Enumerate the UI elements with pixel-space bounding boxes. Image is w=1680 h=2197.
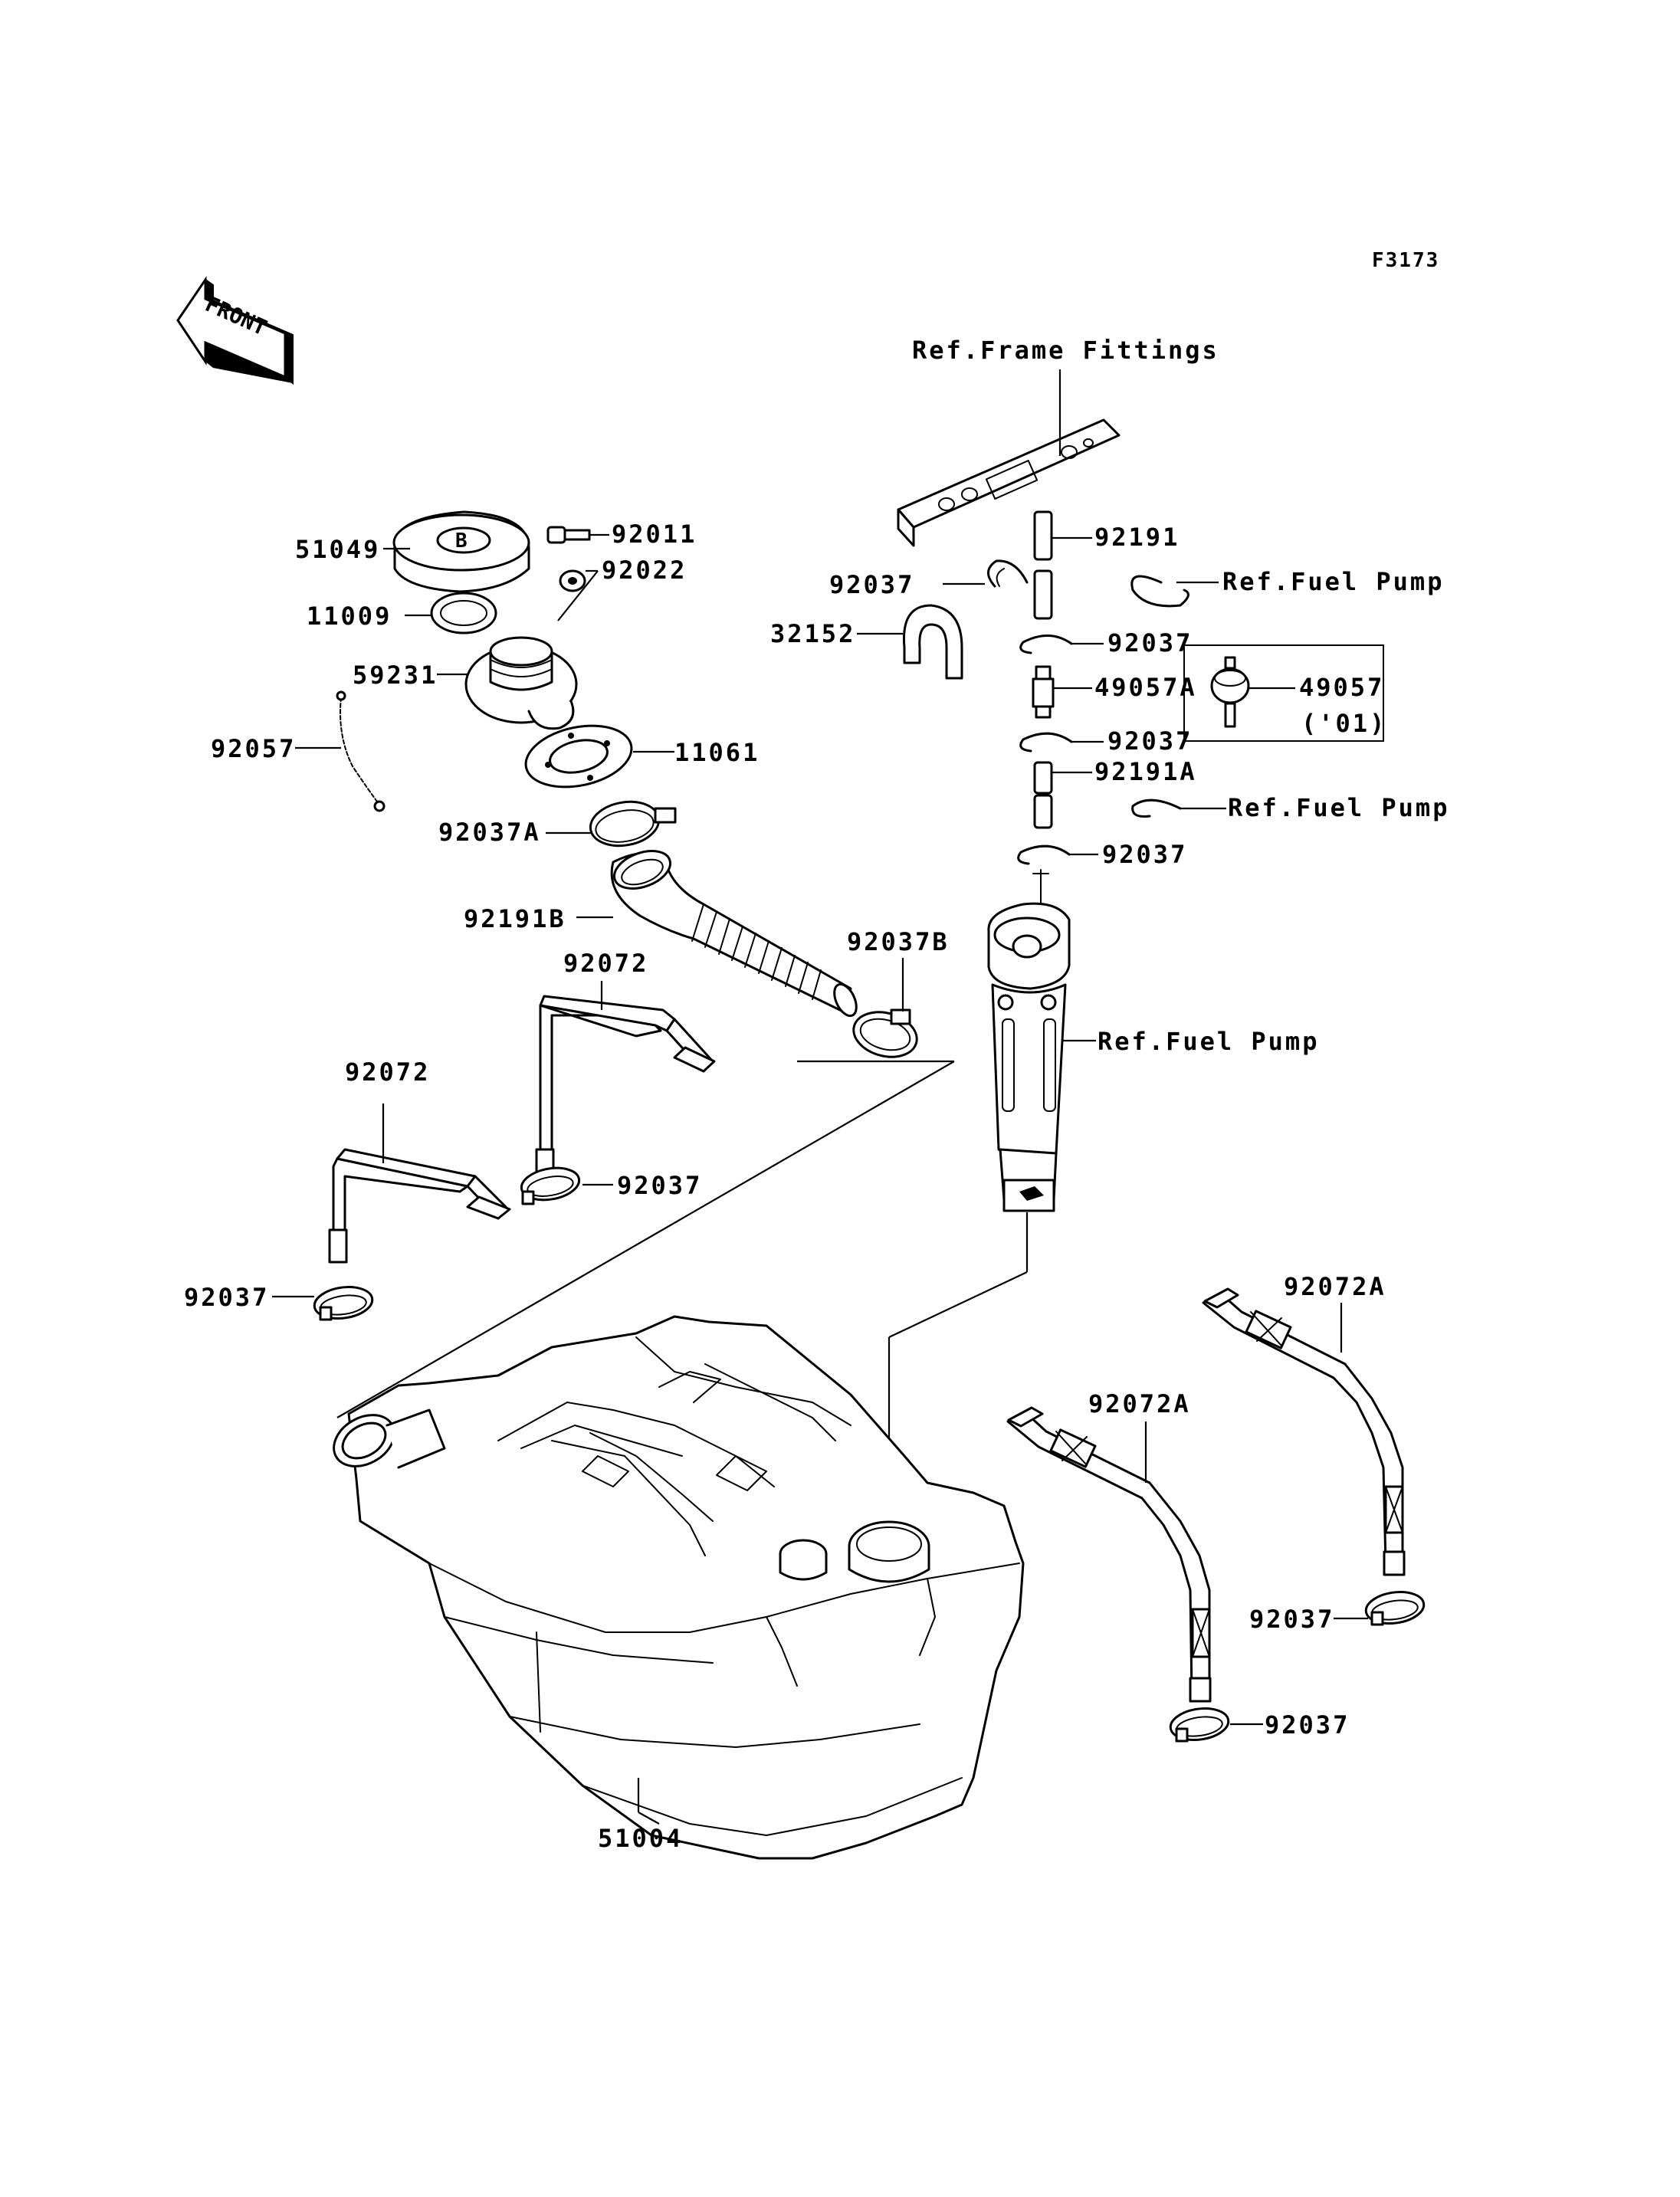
clamp-92037-top: [987, 559, 1029, 588]
callout-49057-note: ('01): [1301, 709, 1386, 738]
oring-11009: [430, 592, 497, 635]
callout-92191B: 92191B: [464, 904, 566, 933]
ref-fuel-pump-clip-1: [1130, 575, 1189, 608]
gasket-11061: [524, 724, 633, 789]
callout-92037-strap-a: 92037: [617, 1171, 702, 1200]
front-arrow-icon: FRONT: [176, 276, 294, 385]
callout-92057: 92057: [211, 734, 296, 763]
clamp-92037-b: [1019, 635, 1073, 654]
callout-49057A: 49057A: [1094, 673, 1197, 702]
strap-92072-lower: [328, 1148, 511, 1264]
valve-49057: [1210, 656, 1250, 728]
washer-92022: [559, 569, 586, 592]
callout-92022: 92022: [602, 556, 687, 585]
callout-51049: 51049: [295, 535, 380, 564]
clamp-92037-c: [1019, 732, 1073, 753]
filler-neck-59231: [464, 636, 578, 730]
callout-92037-c: 92037: [1107, 726, 1193, 756]
clamp-92037-r2: [1169, 1707, 1230, 1743]
callout-92037-strap-b: 92037: [184, 1283, 269, 1312]
callout-ref-fuel-pump-2: Ref.Fuel Pump: [1228, 793, 1449, 822]
callout-92191: 92191: [1094, 523, 1180, 552]
callout-92037-d: 92037: [1102, 840, 1187, 869]
callout-ref-frame-fittings: Ref.Frame Fittings: [912, 336, 1219, 365]
callout-92037A: 92037A: [438, 818, 541, 847]
clamp-92037-strap-b: [313, 1286, 374, 1321]
clamp-92037-strap-a: [520, 1166, 581, 1205]
callout-49057: 49057: [1299, 673, 1384, 702]
ref-fuel-pump-clip-2: [1131, 798, 1182, 818]
clamp-92037-r1: [1364, 1591, 1426, 1626]
strap-92072A-right: [1202, 1287, 1406, 1576]
valve-49057A: [1032, 665, 1055, 719]
tether-92057: [336, 690, 386, 812]
fuel-pump-assembly: [987, 869, 1071, 1212]
clamp-92037B: [852, 1008, 918, 1058]
frame-fittings-bracket: [897, 418, 1121, 547]
strap-92072-upper: [535, 995, 716, 1183]
fuel-cap-51049: B: [392, 510, 530, 593]
callout-51004: 51004: [598, 1824, 683, 1853]
diagram-code: F3173: [1372, 249, 1439, 272]
callout-92072-lower: 92072: [345, 1058, 430, 1087]
callout-92037-r2: 92037: [1265, 1710, 1350, 1740]
callout-92191A: 92191A: [1094, 757, 1197, 786]
hose-92191B: [610, 850, 858, 1018]
callout-92072A-left: 92072A: [1088, 1389, 1191, 1418]
callout-92011: 92011: [612, 520, 697, 549]
variant-box-49057: [1183, 644, 1384, 742]
callout-ref-fuel-pump-1: Ref.Fuel Pump: [1222, 567, 1444, 596]
svg-text:B: B: [455, 530, 469, 553]
bolt-92011: [546, 526, 591, 544]
clamp-92037-d: [1017, 844, 1071, 865]
callout-92037-r1: 92037: [1249, 1605, 1334, 1634]
callout-92037-b: 92037: [1107, 628, 1193, 657]
callout-11061: 11061: [674, 738, 760, 767]
strap-92072A-left: [1006, 1406, 1212, 1703]
tube-92191: [1033, 510, 1053, 620]
tube-92191A: [1033, 761, 1053, 829]
fuel-tank-51004: [333, 1315, 1025, 1860]
callout-92037-top: 92037: [829, 570, 914, 599]
callout-92072-upper: 92072: [563, 949, 648, 978]
tube-32152: [902, 604, 963, 680]
callout-59231: 59231: [353, 661, 438, 690]
callout-92072A-right: 92072A: [1284, 1272, 1386, 1301]
clamp-92037A: [589, 800, 677, 848]
callout-11009: 11009: [307, 602, 392, 631]
callout-ref-fuel-pump-3: Ref.Fuel Pump: [1098, 1027, 1319, 1056]
callout-92037B: 92037B: [847, 927, 950, 956]
callout-32152: 32152: [770, 619, 855, 648]
